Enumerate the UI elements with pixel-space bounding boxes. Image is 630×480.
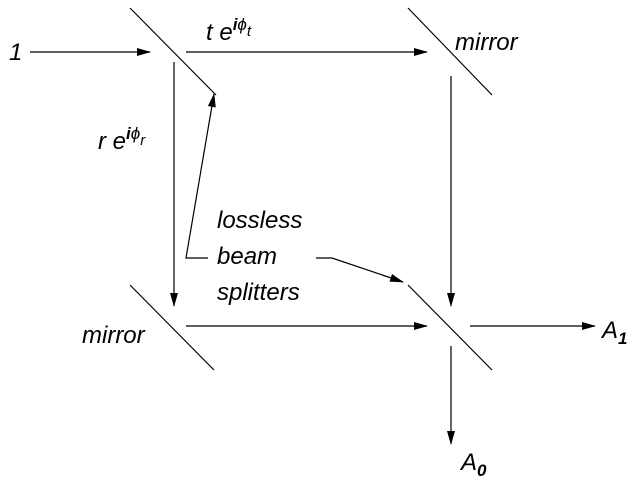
output-bottom-label: A0	[459, 449, 487, 480]
reflection-label: r eiϕr	[98, 124, 146, 155]
transmission-label: t eiϕt	[206, 15, 252, 46]
mirror-top-label: mirror	[455, 29, 519, 56]
splitter-label-line1: lossless	[217, 207, 302, 234]
beam-splitter-top-left	[129, 7, 217, 96]
mirror-top-right	[407, 7, 493, 96]
pointer-to-bottom-splitter	[316, 257, 404, 283]
output-right-label: A1	[600, 317, 627, 348]
beam-splitter-bottom-right	[407, 284, 493, 371]
splitter-label-line3: splitters	[217, 279, 300, 306]
pointer-to-top-splitter	[185, 93, 216, 259]
mirror-bottom-label: mirror	[82, 322, 146, 349]
splitter-label-line2: beam	[217, 243, 277, 270]
mirror-bottom-left	[129, 284, 215, 371]
input-amplitude-label: 1	[9, 39, 22, 66]
